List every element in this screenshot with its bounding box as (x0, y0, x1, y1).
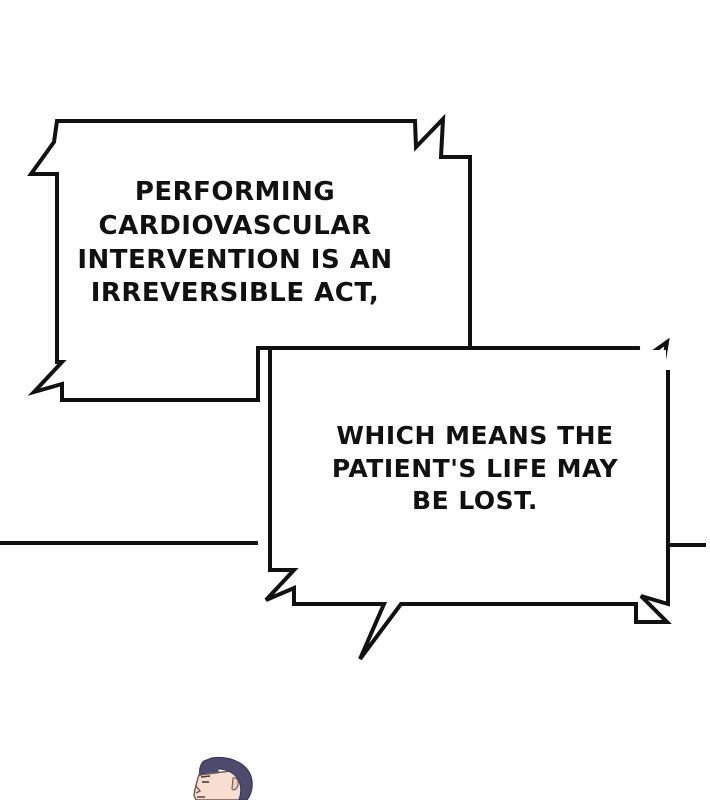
character-head (193, 756, 253, 800)
character-eyebrow (200, 775, 211, 778)
overlap-mask (272, 350, 666, 386)
bubble-1-outline (27, 113, 472, 402)
character-ear (231, 777, 239, 791)
character-nose (195, 785, 202, 794)
bubble-1-text: PERFORMING CARDIOVASCULAR INTERVENTION I… (77, 177, 393, 309)
character-hair-fringe (200, 767, 219, 776)
bubble-2-text: WHICH MEANS THE PATIENT'S LIFE MAY BE LO… (331, 421, 619, 515)
speech-bubble-1 (27, 113, 472, 402)
